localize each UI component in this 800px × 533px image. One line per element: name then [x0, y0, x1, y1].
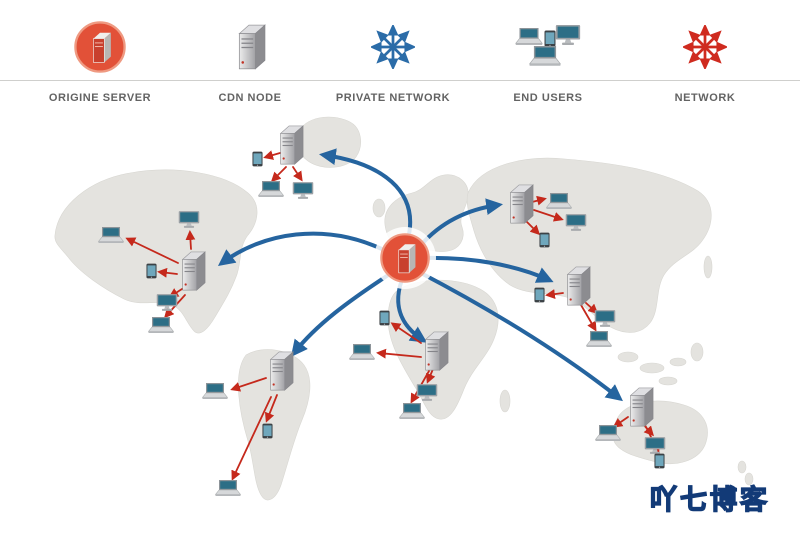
user-link — [157, 267, 178, 278]
cdn-node-icon — [185, 18, 315, 76]
link-origin-north-america — [217, 231, 388, 267]
tablet-icon — [379, 310, 390, 326]
user-link — [125, 237, 179, 264]
laptop-icon — [148, 317, 174, 334]
tablet-icon — [539, 232, 550, 248]
tablet-icon — [262, 423, 273, 439]
continent-south-america — [238, 349, 311, 501]
world-map-svg — [54, 116, 754, 501]
user-link — [376, 348, 422, 359]
legend-divider — [0, 80, 800, 81]
islands-new-zealand — [737, 460, 754, 486]
network-burst-icon — [640, 18, 770, 76]
cdn-node-south-america — [270, 351, 294, 391]
laptop-icon — [349, 344, 375, 361]
laptop-icon — [595, 425, 621, 442]
private-network-burst-icon — [328, 18, 458, 76]
link-origin-south-america — [290, 268, 398, 357]
user-link — [231, 396, 272, 481]
legend-label-private-network: PRIVATE NETWORK — [335, 92, 451, 104]
legend-item-private-network: PRIVATE NETWORK — [328, 18, 458, 104]
island-britain — [372, 198, 386, 218]
laptop-icon — [546, 193, 572, 210]
user-link — [531, 195, 547, 206]
islands-southeast-asia — [617, 255, 713, 386]
user-link — [185, 230, 196, 250]
cdn-node-east-asia — [567, 266, 591, 306]
link-origin-greenland — [319, 148, 412, 241]
user-link — [230, 377, 267, 392]
legend-label-origin-server: ORIGINE SERVER — [48, 92, 152, 104]
user-link — [545, 289, 564, 299]
laptop-icon — [586, 331, 612, 348]
cdn-node-north-asia — [510, 184, 534, 224]
end-users-devices-icon — [483, 18, 613, 76]
cdn-node-africa — [425, 331, 449, 371]
monitor-icon — [292, 182, 314, 199]
tablet-icon — [252, 151, 263, 167]
laptop-icon — [399, 403, 425, 420]
user-link — [612, 416, 629, 428]
legend-item-network: NETWORK — [640, 18, 770, 104]
legend-item-end-users: END USERS — [483, 18, 613, 104]
world-map: 吖七博客 — [0, 105, 800, 533]
origin-server-marker — [374, 227, 436, 289]
tablet-icon — [146, 263, 157, 279]
laptop-icon — [202, 383, 228, 400]
user-link — [580, 304, 597, 332]
legend-label-end-users: END USERS — [513, 92, 583, 104]
laptop-icon — [258, 181, 284, 198]
cdn-node-north-america — [182, 251, 206, 291]
link-origin-east-asia — [422, 255, 554, 283]
user-link — [585, 302, 599, 314]
laptop-icon — [98, 227, 124, 244]
user-link — [263, 150, 281, 160]
user-link — [270, 166, 287, 183]
legend-label-cdn-node: CDN NODE — [218, 92, 282, 104]
island-madagascar — [499, 389, 511, 413]
link-origin-australia — [417, 270, 623, 402]
legend-item-cdn-node: CDN NODE — [185, 18, 315, 104]
user-link — [390, 322, 422, 344]
cdn-node-greenland — [280, 125, 304, 165]
tablet-icon — [534, 287, 545, 303]
tablet-icon — [654, 453, 665, 469]
user-link — [426, 368, 436, 384]
watermark: 吖七博客 — [649, 484, 770, 516]
user-link — [292, 166, 303, 182]
legend-item-origin-server: ORIGINE SERVER — [35, 18, 165, 104]
origin-server-icon-map — [380, 233, 430, 283]
user-link — [264, 394, 278, 423]
cdn-node-australia — [630, 387, 654, 427]
origin-server-icon — [35, 18, 165, 76]
private-network-links — [217, 148, 623, 402]
legend-label-network: NETWORK — [674, 92, 736, 104]
monitor-icon — [156, 294, 178, 311]
user-link — [533, 209, 564, 222]
laptop-icon — [215, 480, 241, 497]
